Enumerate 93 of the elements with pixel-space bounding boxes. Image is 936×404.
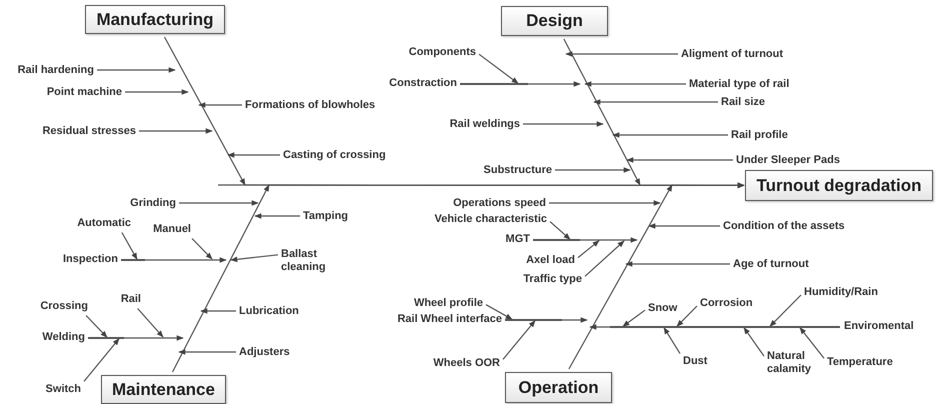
arrow	[254, 213, 300, 219]
cause-label: Natural calamity	[767, 350, 825, 376]
arrow	[84, 338, 120, 382]
cause-label: Under Sleeper Pads	[736, 154, 840, 166]
arrow	[770, 294, 802, 327]
arrow	[676, 306, 698, 327]
cause-label: Substructure	[484, 164, 552, 176]
cause-label: Traffic type	[523, 272, 582, 286]
arrow	[625, 261, 730, 267]
cause-label: Residual stresses	[42, 124, 136, 138]
cause-label: Constraction	[389, 77, 457, 90]
arrow	[523, 121, 604, 127]
arrow	[227, 152, 280, 158]
cause-label: Wheels OOR	[433, 356, 500, 370]
arrow	[172, 182, 744, 372]
arrow	[502, 320, 536, 360]
cause-label: Automatic	[77, 216, 131, 230]
arrow	[192, 238, 212, 260]
cause-label: Wheel profile	[414, 296, 483, 310]
cause-label: Rail	[120, 292, 141, 306]
category-box: Manufacturing	[85, 5, 225, 34]
arrow	[86, 315, 108, 338]
arrow	[528, 81, 581, 87]
cause-label: Casting of crossing	[283, 148, 386, 162]
arrow	[549, 200, 661, 206]
arrow	[584, 81, 686, 87]
cause-label: MGT	[506, 233, 530, 246]
cause-label: Vehicle characteristic	[434, 212, 547, 226]
cause-label: Manuel	[153, 222, 191, 236]
cause-label: Temperature	[827, 356, 893, 368]
cause-label: Snow	[648, 302, 678, 314]
cause-label: Enviromental	[844, 320, 914, 334]
cause-label: Rail Wheel interface	[397, 313, 502, 326]
arrow	[230, 254, 278, 262]
cause-label: Switch	[46, 382, 81, 396]
category-box: Maintenance	[101, 375, 226, 404]
arrow	[562, 317, 588, 323]
arrow	[584, 240, 625, 277]
arrow	[555, 167, 631, 173]
cause-label: Grinding	[130, 196, 176, 210]
arrow	[139, 128, 213, 134]
cause-label: Rail profile	[731, 128, 788, 142]
arrow	[648, 223, 720, 229]
category-box: Operation	[505, 372, 612, 403]
arrow	[589, 324, 610, 330]
cause-label: Humidity/Rain	[804, 286, 878, 298]
arrow	[568, 182, 744, 370]
arrow	[137, 308, 164, 338]
cause-label: Operations speed	[453, 196, 546, 210]
cause-label: Ballast cleaning	[281, 248, 339, 274]
arrow	[744, 327, 764, 356]
cause-label: Condition of the assets	[723, 220, 845, 232]
arrow	[550, 221, 571, 240]
cause-label: Aligment of turnout	[681, 48, 784, 60]
cause-label: Inspection	[62, 253, 118, 266]
arrow	[800, 327, 824, 359]
arrow	[124, 335, 184, 341]
arrow	[622, 310, 646, 327]
arrow	[580, 237, 638, 243]
arrow	[179, 200, 259, 206]
cause-label: Axel load	[526, 254, 575, 266]
arrow	[121, 232, 138, 260]
cause-label: Components	[408, 46, 476, 58]
category-box: Turnout degradation	[745, 170, 933, 201]
arrow	[663, 327, 681, 354]
arrow	[578, 240, 600, 258]
cause-label: Tamping	[303, 210, 348, 222]
cause-label: Rail hardening	[18, 64, 94, 76]
cause-label: Crossing	[40, 300, 88, 312]
cause-label: Corrosion	[700, 296, 753, 310]
cause-label: Point machine	[46, 86, 122, 98]
cause-label: Adjusters	[239, 346, 290, 358]
cause-label: Welding	[42, 331, 85, 344]
cause-label: Rail weldings	[450, 118, 520, 130]
category-box: Design	[501, 6, 608, 36]
arrow	[486, 304, 513, 320]
cause-label: Material type of rail	[689, 78, 790, 90]
arrow	[178, 349, 236, 355]
cause-label: Age of turnout	[733, 258, 809, 270]
cause-label: Lubrication	[239, 304, 299, 318]
arrow	[478, 54, 519, 84]
arrow	[198, 102, 242, 108]
arrow	[145, 257, 227, 263]
arrow	[626, 157, 733, 163]
arrow	[612, 132, 728, 138]
arrow	[200, 308, 236, 314]
cause-label: Rail size	[721, 96, 766, 108]
cause-label: Formations of blowholes	[245, 98, 376, 112]
arrow	[97, 67, 176, 73]
arrow	[593, 99, 718, 105]
cause-label: Dust	[683, 354, 708, 368]
arrow	[565, 51, 678, 57]
arrow	[125, 89, 189, 95]
